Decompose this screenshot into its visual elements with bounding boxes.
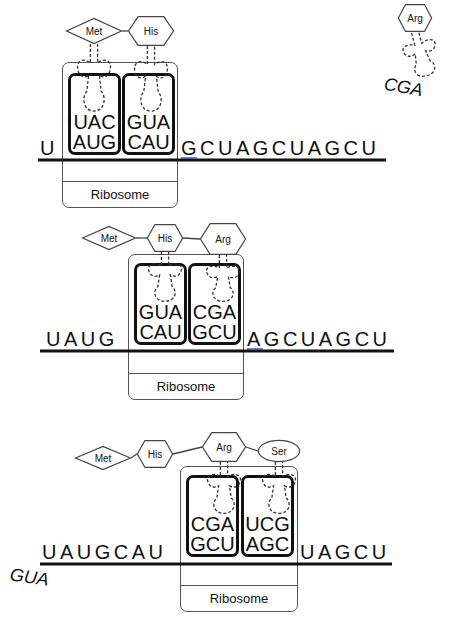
amino-acid-outline [83, 226, 136, 249]
amino-acid-name: Arg [216, 442, 232, 453]
trna-shape [207, 255, 240, 301]
amino-acid-name: Arg [407, 13, 423, 24]
ribosome-site: CGAGCU [188, 263, 241, 345]
ribosome-site: UACAUG [68, 73, 121, 155]
amino-acid-name: His [158, 233, 172, 244]
ribosome-label: Ribosome [63, 181, 177, 207]
mrna-sequence: UAUG [46, 328, 118, 350]
amino-acid-outline [202, 433, 245, 462]
amino-acid-name: His [144, 26, 158, 37]
mrna-strand [38, 159, 386, 162]
amino-acid: Met [82, 226, 136, 250]
codon: AGC [246, 534, 289, 554]
anticodon: UCG [245, 514, 289, 534]
amino-acid-outline [147, 225, 182, 252]
amino-acid-outline [200, 224, 245, 255]
amino-acid-outline [128, 17, 173, 46]
mrna-sequence: UAGCU [300, 541, 390, 563]
amino-acid: Arg [200, 223, 246, 255]
amino-acid: Ser [258, 440, 300, 462]
ribosome: RibosomeGUACAUCGAGCU [128, 254, 244, 400]
anticodon: CGA [191, 514, 234, 534]
ribosome-label: Ribosome [129, 373, 243, 399]
amino-acid: Arg [398, 4, 432, 32]
codon-underline [181, 157, 197, 159]
amino-acid-outline [398, 5, 431, 32]
amino-acid-name: Met [101, 233, 118, 244]
mrna-sequence: U [40, 137, 58, 159]
peptide-bond [122, 30, 128, 31]
ribosome-site: GUACAU [134, 263, 187, 345]
free-anticodon: CGA [382, 73, 424, 101]
free-anticodon: GUA [9, 563, 51, 590]
amino-acid-outline [76, 446, 131, 469]
amino-acid: Met [75, 446, 131, 470]
trna-shape [263, 462, 296, 513]
codon: CAU [127, 132, 169, 152]
peptide-bond [173, 447, 202, 454]
amino-acid-name: His [148, 449, 162, 460]
trna-shape [78, 44, 111, 111]
peptide-bond [131, 454, 137, 458]
amino-acid-outline [67, 19, 122, 44]
amino-acid-outline [137, 441, 172, 468]
peptide-bond [183, 238, 200, 239]
amino-acid: His [137, 440, 173, 468]
ribosome-site: CGAGCU [186, 475, 239, 557]
trna-shape [208, 462, 241, 513]
trna-shape [399, 28, 443, 80]
anticodon: CGA [193, 302, 236, 322]
ribosome-site: GUACAU [122, 73, 175, 155]
amino-acid-name: Arg [215, 234, 231, 245]
anticodon: UAC [73, 112, 115, 132]
peptide-bond [246, 447, 258, 451]
amino-acid-name: Ser [271, 446, 287, 457]
amino-acid-name: Met [86, 26, 103, 37]
codon-underline [247, 348, 263, 350]
mrna-strand [40, 563, 392, 566]
ribosome: RibosomeUACAUGGUACAU [62, 62, 178, 208]
codon: GCU [192, 322, 236, 342]
amino-acid: Arg [202, 432, 246, 462]
ribosome: RibosomeCGAGCUUCGAGC [180, 466, 298, 612]
mrna-sequence: AGCUAGCU [247, 328, 391, 350]
amino-acid: His [147, 224, 183, 252]
ribosome-site: UCGAGC [241, 475, 294, 557]
codon: GCU [190, 534, 234, 554]
trna-shape [149, 252, 182, 301]
mrna-strand [40, 350, 394, 353]
codon: CAU [139, 322, 181, 342]
mrna-sequence: GCUAGCUAGCU [181, 137, 380, 159]
amino-acid-outline [258, 440, 299, 461]
peptide-bond [136, 237, 147, 238]
ribosome-label: Ribosome [181, 585, 297, 611]
mrna-sequence: UAUGCAU [42, 541, 167, 563]
trna-shape [135, 46, 168, 111]
amino-acid: Met [66, 18, 122, 44]
amino-acid: His [128, 16, 174, 46]
anticodon: GUA [139, 302, 182, 322]
codon: AUG [73, 132, 116, 152]
amino-acid-name: Met [95, 453, 112, 464]
anticodon: GUA [127, 112, 170, 132]
